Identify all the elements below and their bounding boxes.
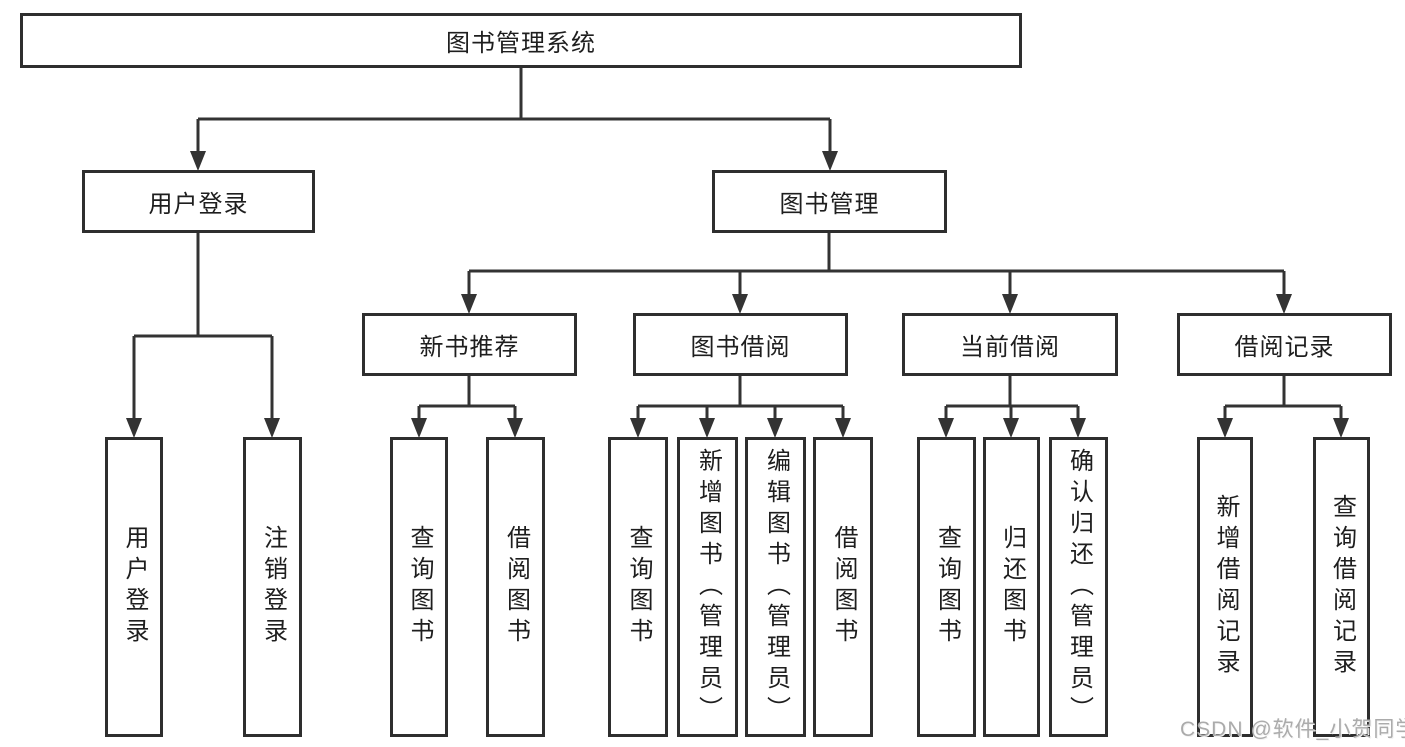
leaf-records-add: 新增借阅记录 xyxy=(1197,437,1253,737)
leaf-current-return: 归还图书 xyxy=(983,437,1040,737)
leaf-borrow-edit: 编辑图书（管理员） xyxy=(745,437,806,737)
leaf-records-query-label: 查询借阅记录 xyxy=(1328,494,1356,680)
node-user-login: 用户登录 xyxy=(82,170,315,233)
leaf-borrow-borrow: 借阅图书 xyxy=(813,437,873,737)
leaf-user-login-label: 用户登录 xyxy=(121,525,148,649)
leaf-records-query: 查询借阅记录 xyxy=(1313,437,1370,737)
node-root-label: 图书管理系统 xyxy=(446,30,596,57)
leaf-newbook-borrow-label: 借阅图书 xyxy=(502,525,530,649)
csdn-watermark: CSDN @软件_小贺同学 xyxy=(1180,718,1405,741)
leaf-logout: 注销登录 xyxy=(243,437,302,737)
leaf-borrow-query-label: 查询图书 xyxy=(625,525,652,649)
node-user-login-label: 用户登录 xyxy=(148,191,249,218)
leaf-current-return-label: 归还图书 xyxy=(998,525,1026,649)
leaf-newbook-query: 查询图书 xyxy=(390,437,448,737)
node-book-management-label: 图书管理 xyxy=(779,191,880,218)
leaf-current-confirm-label: 确认归还（管理员） xyxy=(1065,447,1093,727)
node-new-book-recommend: 新书推荐 xyxy=(362,313,577,376)
leaf-current-confirm: 确认归还（管理员） xyxy=(1049,437,1108,737)
node-book-borrow: 图书借阅 xyxy=(633,313,848,376)
leaf-borrow-edit-label: 编辑图书（管理员） xyxy=(762,447,790,727)
node-current-borrow-label: 当前借阅 xyxy=(960,334,1060,361)
node-book-borrow-label: 图书借阅 xyxy=(690,334,791,361)
leaf-user-login: 用户登录 xyxy=(105,437,163,737)
leaf-borrow-add-label: 新增图书（管理员） xyxy=(694,447,722,727)
leaf-borrow-borrow-label: 借阅图书 xyxy=(830,525,857,649)
leaf-current-query: 查询图书 xyxy=(917,437,976,737)
leaf-records-add-label: 新增借阅记录 xyxy=(1212,494,1239,680)
node-book-management: 图书管理 xyxy=(712,170,947,233)
leaf-borrow-query: 查询图书 xyxy=(608,437,668,737)
node-new-book-recommend-label: 新书推荐 xyxy=(419,334,520,361)
node-borrow-records-label: 借阅记录 xyxy=(1234,334,1335,361)
leaf-borrow-add: 新增图书（管理员） xyxy=(677,437,738,737)
leaf-current-query-label: 查询图书 xyxy=(933,525,961,649)
node-current-borrow: 当前借阅 xyxy=(902,313,1118,376)
node-root: 图书管理系统 xyxy=(20,13,1022,68)
leaf-newbook-query-label: 查询图书 xyxy=(406,525,433,649)
node-borrow-records: 借阅记录 xyxy=(1177,313,1392,376)
leaf-logout-label: 注销登录 xyxy=(259,525,287,649)
leaf-newbook-borrow: 借阅图书 xyxy=(486,437,545,737)
